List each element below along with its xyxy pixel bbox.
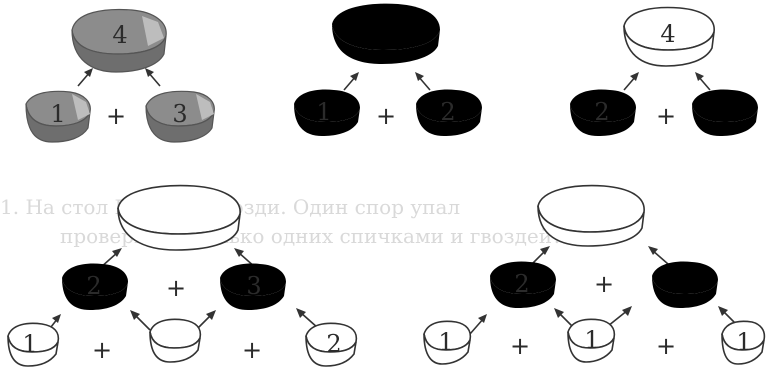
mid-right-value: 3 bbox=[246, 272, 261, 300]
right-value: 2 bbox=[440, 98, 455, 126]
operator: + bbox=[106, 102, 126, 130]
stone-bottom-3 bbox=[721, 320, 766, 365]
stone-left bbox=[25, 90, 91, 143]
bottom-3-value: 2 bbox=[326, 330, 341, 358]
arrow-left bbox=[77, 68, 93, 87]
bottom-operator-1: + bbox=[510, 332, 530, 360]
stone-right bbox=[145, 90, 215, 143]
mid-left-value: 2 bbox=[514, 270, 529, 298]
stone-bottom-3 bbox=[305, 322, 358, 367]
arrow-bottom-4 bbox=[296, 308, 319, 329]
stone-top bbox=[537, 184, 645, 247]
arrow-right bbox=[145, 68, 161, 87]
bottom-2-value: 1 bbox=[584, 326, 599, 354]
puzzle-1: 4 1 + 3 bbox=[25, 8, 215, 143]
stone-top bbox=[71, 8, 167, 73]
arrow-bottom-2 bbox=[130, 310, 151, 331]
arrow-bottom-1 bbox=[469, 314, 487, 335]
puzzle-3: 4 2 + bbox=[570, 6, 758, 136]
mid-operator: + bbox=[166, 274, 186, 302]
arrow-mid-right bbox=[648, 246, 669, 265]
arrow-left bbox=[623, 72, 639, 91]
stone-bottom-1 bbox=[423, 320, 472, 365]
puzzle-2: 1 + 2 bbox=[294, 3, 482, 136]
stone-bottom-2 bbox=[567, 318, 616, 363]
arrow-right bbox=[415, 72, 431, 91]
top-value: 4 bbox=[112, 21, 127, 49]
operator: + bbox=[656, 102, 676, 130]
stone-bottom-1 bbox=[7, 322, 60, 367]
left-value: 2 bbox=[594, 98, 609, 126]
stone-mid-right bbox=[652, 261, 718, 308]
stone-right bbox=[692, 89, 758, 136]
right-value: 3 bbox=[172, 100, 187, 128]
stone-top bbox=[623, 6, 715, 67]
arrow-bottom-3 bbox=[607, 306, 632, 327]
bottom-1-value: 1 bbox=[22, 330, 37, 358]
bottom-1-value: 1 bbox=[438, 328, 453, 356]
arrow-left bbox=[343, 72, 359, 91]
stone-top bbox=[117, 184, 241, 251]
arrow-bottom-2 bbox=[554, 308, 575, 329]
mid-operator: + bbox=[594, 270, 614, 298]
bottom-operator-2: + bbox=[242, 336, 262, 364]
left-value: 1 bbox=[316, 98, 331, 126]
left-value: 1 bbox=[50, 100, 65, 128]
bottom-3-value: 1 bbox=[736, 328, 751, 356]
top-value: 4 bbox=[660, 20, 675, 48]
stone-top bbox=[332, 3, 440, 64]
puzzle-4: 2 + 3 1 + + 2 bbox=[7, 184, 358, 367]
stone-bottom-2 bbox=[149, 318, 202, 363]
mid-left-value: 2 bbox=[86, 272, 101, 300]
bottom-operator-1: + bbox=[92, 336, 112, 364]
puzzle-5: 2 + 1 + 1 + 1 bbox=[423, 184, 766, 365]
operator: + bbox=[376, 102, 396, 130]
bottom-operator-2: + bbox=[656, 332, 676, 360]
arrow-right bbox=[695, 72, 711, 91]
